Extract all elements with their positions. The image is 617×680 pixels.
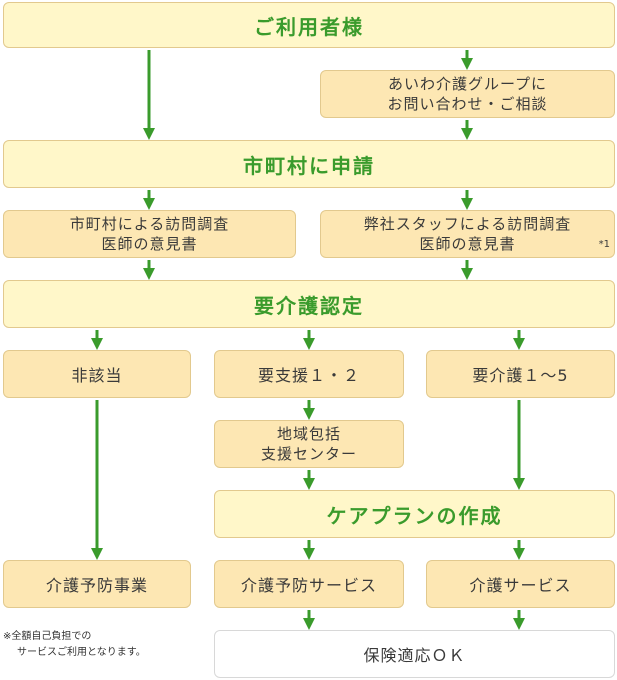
node-certification-label: 要介護認定 xyxy=(254,293,364,318)
node-certification: 要介護認定 xyxy=(3,280,615,328)
node-insurance-ok-label: 保険適応ＯＫ xyxy=(363,646,466,665)
node-apply-label: 市町村に申請 xyxy=(243,153,375,178)
node-support-center-line1: 地域包括 xyxy=(276,425,341,443)
node-insurance-ok: 保険適応ＯＫ xyxy=(214,630,615,678)
node-staff-survey-line2: 医師の意見書 xyxy=(419,235,516,253)
node-municipal-survey-line1: 市町村による訪問調査 xyxy=(69,215,230,233)
node-not-applicable-label: 非該当 xyxy=(71,366,123,385)
node-consultation-line2: お問い合わせ・ご相談 xyxy=(387,95,548,113)
node-staff-survey-note: *1 xyxy=(598,239,610,250)
node-care-plan-label: ケアプランの作成 xyxy=(326,503,503,528)
node-user: ご利用者様 xyxy=(3,2,615,48)
node-care-level: 要介護１～5 xyxy=(426,350,615,398)
node-consultation-line1: あいわ介護グループに xyxy=(387,75,548,93)
node-staff-survey: 弊社スタッフによる訪問調査 医師の意見書 *1 xyxy=(320,210,615,258)
node-prevention-project: 介護予防事業 xyxy=(3,560,191,608)
footnote-line1: ※全額自己負担での xyxy=(3,631,92,642)
node-support-center-line2: 支援センター xyxy=(260,445,357,463)
node-municipal-survey-line2: 医師の意見書 xyxy=(101,235,198,253)
node-prevention-service-label: 介護予防サービス xyxy=(240,576,377,595)
node-apply: 市町村に申請 xyxy=(3,140,615,188)
node-support-level-label: 要支援１・２ xyxy=(257,366,360,385)
footnote-line2: サービスご利用となります。 xyxy=(17,647,146,658)
node-care-service: 介護サービス xyxy=(426,560,615,608)
node-care-service-label: 介護サービス xyxy=(469,576,572,595)
node-staff-survey-line1: 弊社スタッフによる訪問調査 xyxy=(363,215,572,233)
node-not-applicable: 非該当 xyxy=(3,350,191,398)
node-consultation: あいわ介護グループに お問い合わせ・ご相談 xyxy=(320,70,615,118)
node-support-level: 要支援１・２ xyxy=(214,350,404,398)
footnote: ※全額自己負担での サービスご利用となります。 xyxy=(3,629,146,661)
node-prevention-project-label: 介護予防事業 xyxy=(45,576,148,595)
node-municipal-survey: 市町村による訪問調査 医師の意見書 xyxy=(3,210,296,258)
node-user-label: ご利用者様 xyxy=(254,14,364,39)
node-support-center: 地域包括 支援センター xyxy=(214,420,404,468)
node-care-level-label: 要介護１～5 xyxy=(472,366,569,385)
node-prevention-service: 介護予防サービス xyxy=(214,560,404,608)
node-care-plan: ケアプランの作成 xyxy=(214,490,615,538)
